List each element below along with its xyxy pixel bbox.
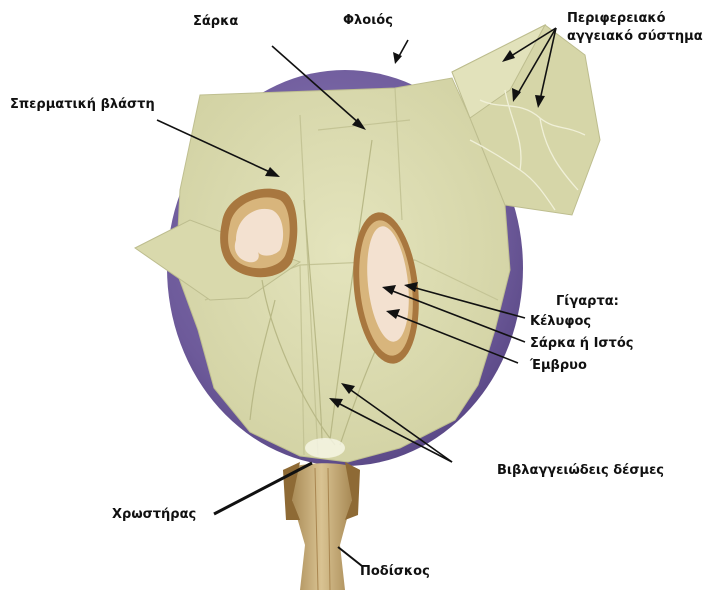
label-vivlangeiodeis: Βιβλαγγειώδεις δέσμες [497,462,664,479]
label-kelyfos: Κέλυφος [530,313,591,330]
label-podiskos: Ποδίσκος [360,563,430,580]
label-spermatiki-vlasti: Σπερματική βλάστη [10,96,155,113]
label-peripheral-line2: αγγειακό σύστημα [567,28,703,45]
label-floios: Φλοιός [343,12,393,29]
label-xrostiras: Χρωστήρας [112,506,196,523]
label-sarka: Σάρκα [193,13,238,30]
label-sarka-istos: Σάρκα ή Ιστός [530,335,634,352]
label-peripheral-line1: Περιφερειακό [567,10,666,27]
label-embryo: Έμβρυο [530,357,587,374]
brush-highlight [305,438,345,458]
label-gigarta: Γίγαρτα: [556,293,619,310]
